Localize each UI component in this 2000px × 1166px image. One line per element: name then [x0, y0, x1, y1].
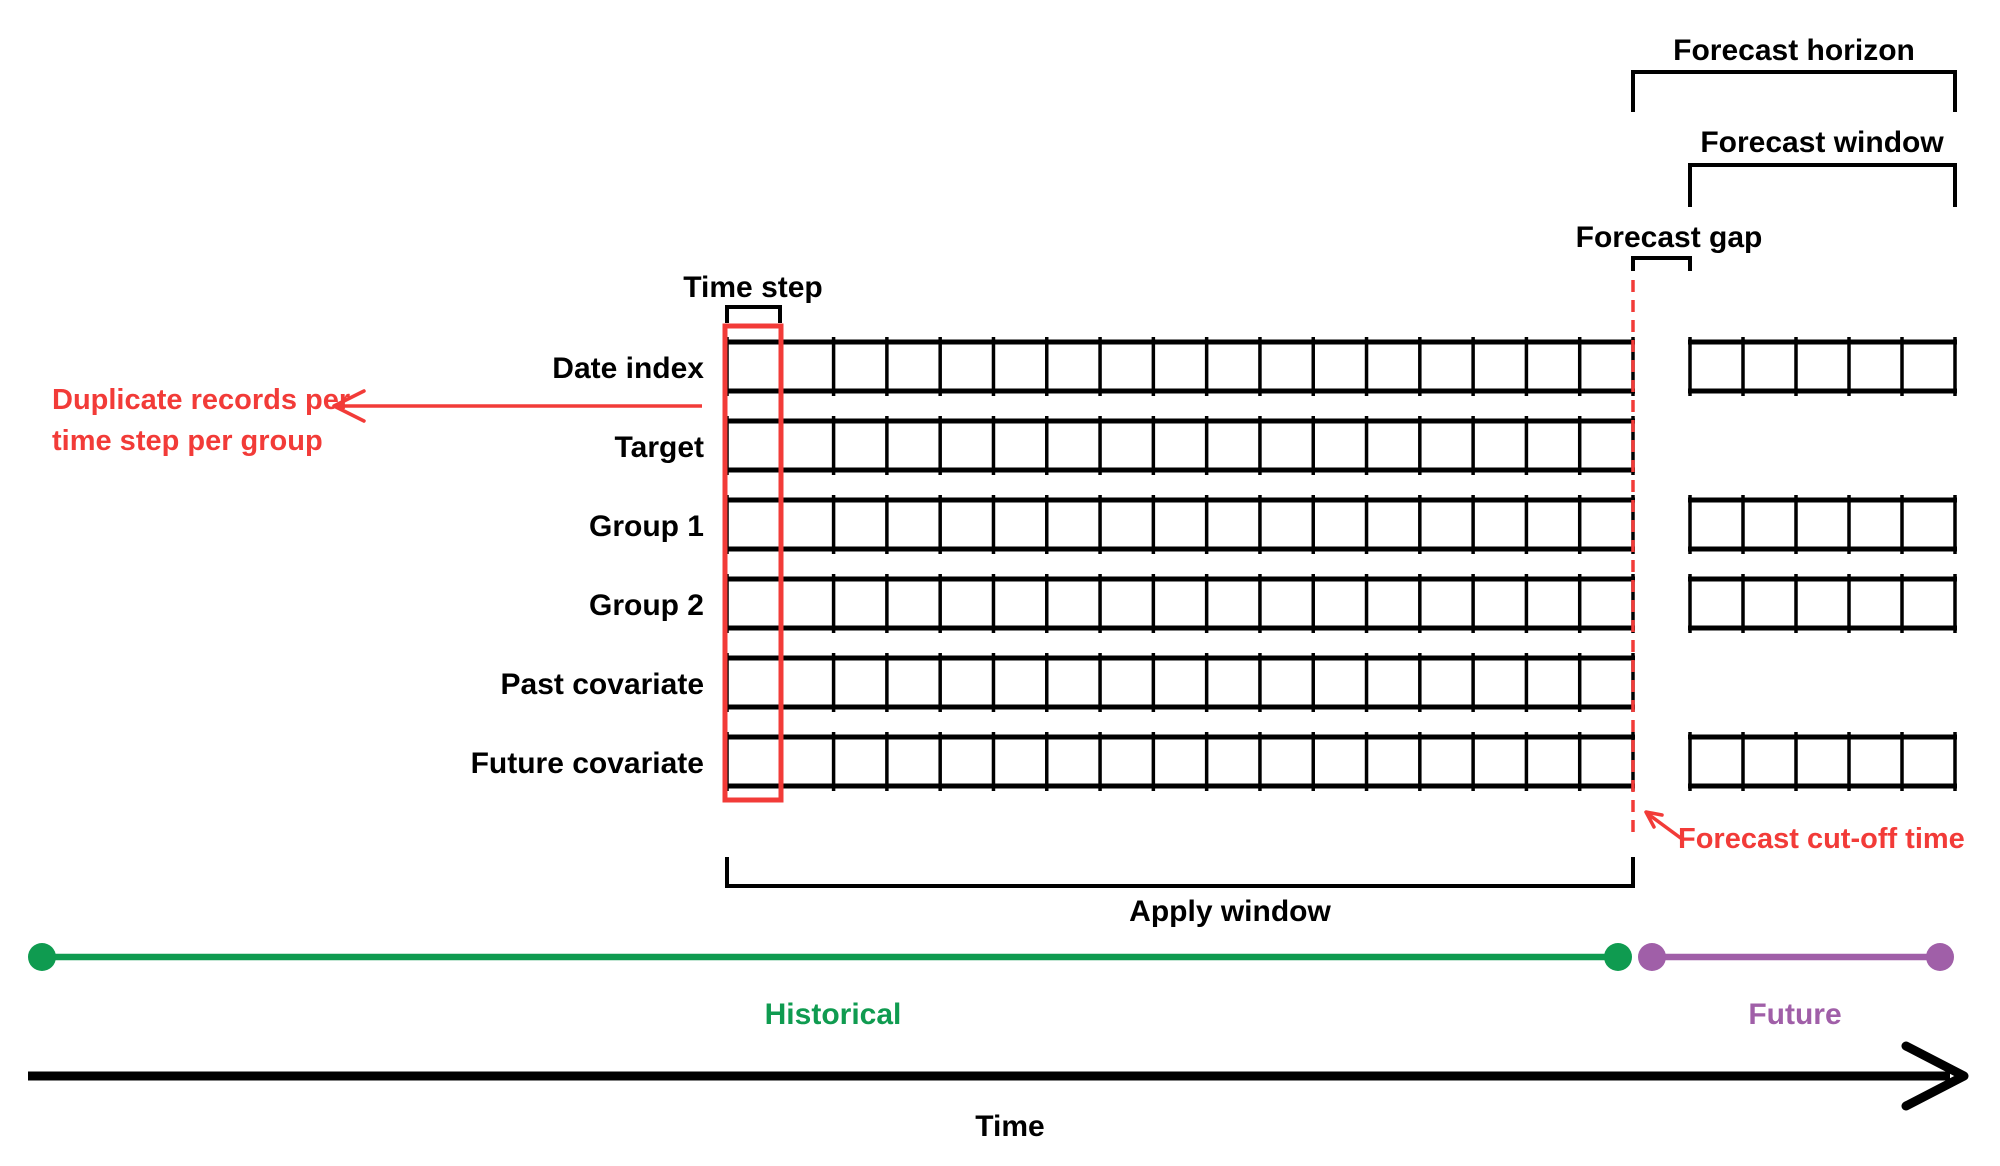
historical-cells-block: [725, 653, 1635, 712]
cell-row-future-covariate: [725, 732, 1957, 791]
apply-window-label: Apply window: [1129, 895, 1331, 928]
future-cells-block: [1688, 495, 1957, 554]
future-cells-block: [1688, 337, 1957, 396]
time-axis-arrow-head-icon: [1901, 1041, 1969, 1111]
row-label-target: Target: [615, 431, 704, 464]
forecast-window-label: Forecast window: [1700, 126, 1944, 159]
row-label-group-1: Group 1: [589, 510, 704, 543]
cell-row-group-1: [725, 495, 1957, 554]
cell-row-past-covariate: [725, 653, 1635, 712]
historical-cells-block: [725, 574, 1635, 633]
forecast-cutoff-label: Forecast cut-off time: [1678, 823, 1965, 855]
forecast-horizon-label: Forecast horizon: [1673, 34, 1915, 67]
future-end-dot-icon: [1926, 943, 1954, 971]
historical-start-dot-icon: [28, 943, 56, 971]
future-start-dot-icon: [1638, 943, 1666, 971]
row-label-future-covariate: Future covariate: [471, 747, 704, 780]
forecast-gap-label: Forecast gap: [1576, 221, 1763, 254]
cell-row-date-index: [725, 337, 1957, 396]
forecast-window-bracket: [1688, 163, 1957, 207]
duplicate-note-line1: Duplicate records per: [52, 384, 350, 416]
historical-cells-block: [725, 337, 1635, 396]
duplicate-note-arrow-head-icon: [332, 389, 366, 423]
historical-label: Historical: [765, 998, 902, 1031]
historical-end-dot-icon: [1604, 943, 1632, 971]
forecast-horizon-bracket: [1631, 70, 1957, 112]
historical-cells-block: [725, 495, 1635, 554]
time-step-label: Time step: [683, 271, 823, 304]
time-step-bracket: [725, 305, 782, 323]
forecast-gap-bracket: [1631, 256, 1692, 271]
cutoff-arrow-head-icon: [1644, 810, 1664, 829]
row-label-past-covariate: Past covariate: [501, 668, 704, 701]
historical-cells-block: [725, 732, 1635, 791]
future-cells-block: [1688, 574, 1957, 633]
cell-row-group-2: [725, 574, 1957, 633]
historical-cells-block: [725, 416, 1635, 475]
time-axis-label: Time: [975, 1110, 1044, 1143]
row-label-date-index: Date index: [552, 352, 704, 385]
cell-grid-layer: [725, 337, 1957, 791]
future-label: Future: [1748, 998, 1841, 1031]
cutoff-arrow-line: [1646, 812, 1684, 841]
duplicate-note-line2: time step per group: [52, 425, 323, 457]
row-label-group-2: Group 2: [589, 589, 704, 622]
cell-row-target: [725, 416, 1635, 475]
time-step-highlight-rect: [722, 323, 784, 803]
future-cells-block: [1688, 732, 1957, 791]
apply-window-bracket: [725, 857, 1635, 888]
